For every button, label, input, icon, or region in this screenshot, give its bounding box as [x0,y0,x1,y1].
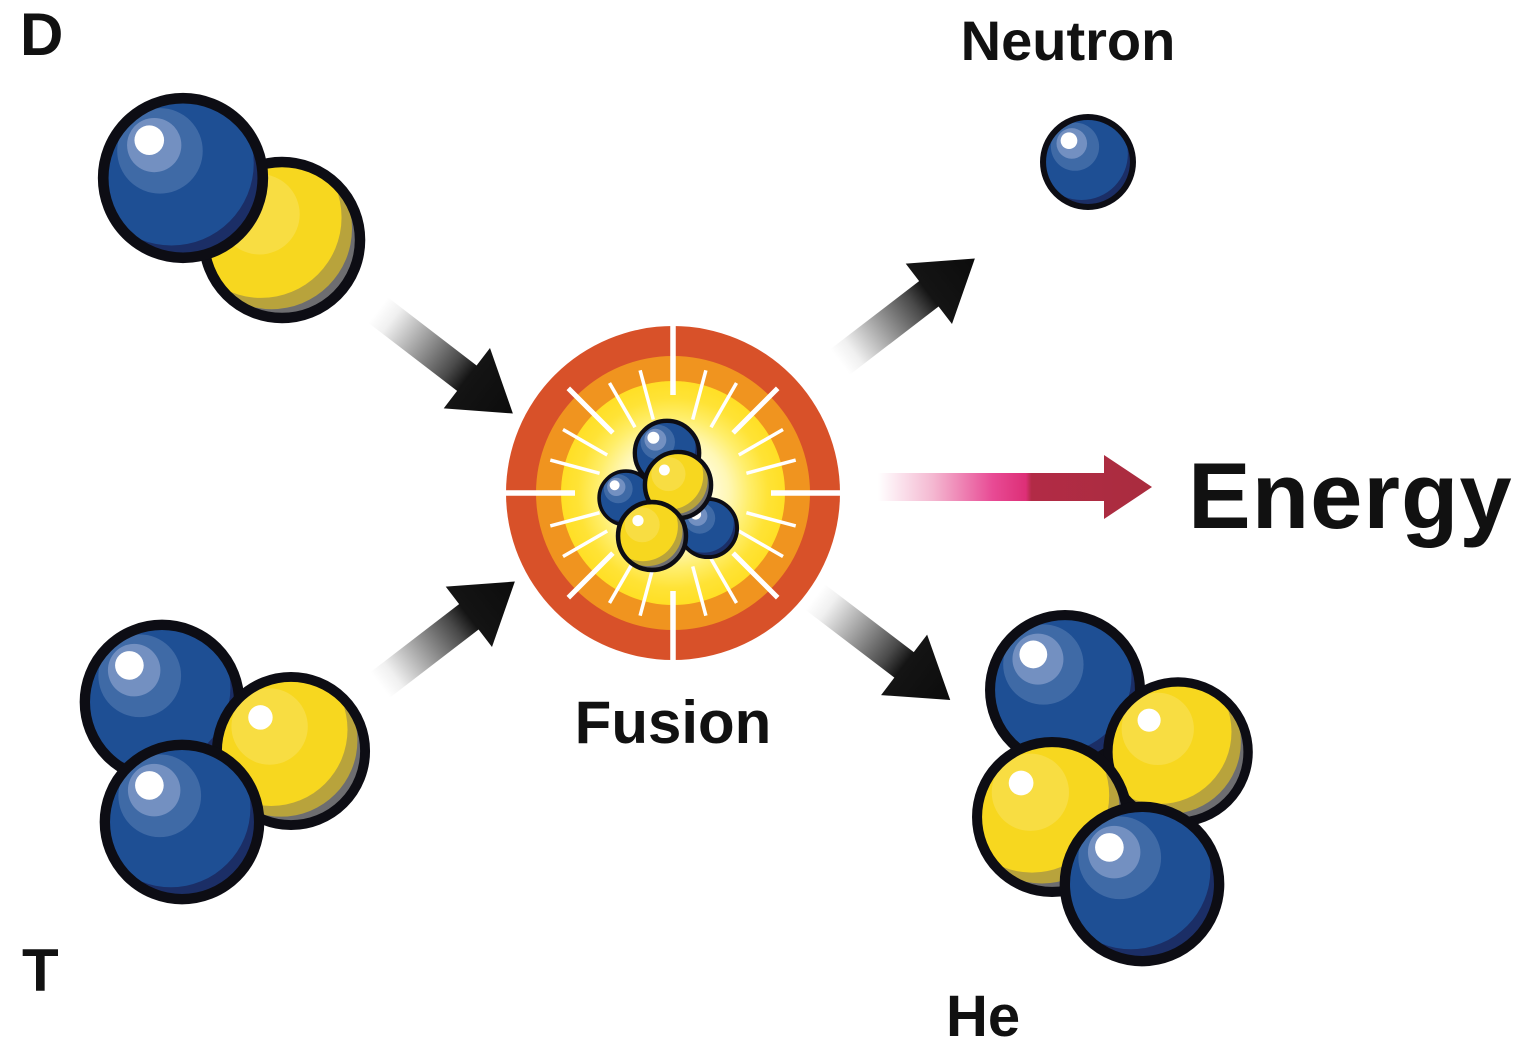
helium-label: He [946,984,1021,1049]
deuterium-label: D [20,1,64,68]
fusion-to-neutron-arrow-icon [816,228,999,393]
burst-rays-icon [503,323,843,663]
fusion-burst [503,323,843,663]
neutron-label: Neutron [960,9,1176,72]
energy-arrow-icon [878,455,1152,519]
energy-label: Energy [1188,443,1513,548]
deuterium-nucleus [89,81,360,318]
tritium-label: T [22,937,59,1004]
neutron-particle [1035,107,1133,207]
neutron-sphere-icon [89,81,263,258]
neutron-sphere-icon [1035,107,1133,207]
d-to-fusion-arrow-icon [354,279,537,444]
t-to-fusion-arrow-icon [356,551,539,716]
fusion-label: Fusion [574,689,772,756]
tritium-nucleus [71,608,365,899]
helium-nucleus [955,599,1248,961]
